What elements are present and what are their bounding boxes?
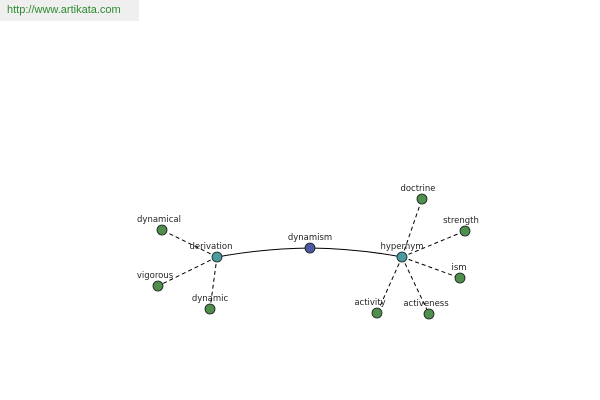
source-link[interactable]: http://www.artikata.com bbox=[0, 0, 139, 21]
edges-layer bbox=[157, 198, 466, 315]
node-circle-ism[interactable] bbox=[454, 272, 466, 284]
node-ism[interactable]: ism bbox=[451, 263, 467, 284]
node-circle-vigorous[interactable] bbox=[152, 280, 164, 292]
node-circle-activeness[interactable] bbox=[423, 308, 435, 320]
edge-derivation-dynamic bbox=[209, 256, 218, 310]
node-dynamism[interactable]: dynamism bbox=[288, 233, 332, 254]
node-label-dynamism: dynamism bbox=[288, 233, 332, 243]
node-circle-dynamism[interactable] bbox=[304, 242, 316, 254]
node-derivation[interactable]: derivation bbox=[189, 242, 233, 263]
edge-dynamism-derivation bbox=[216, 247, 311, 258]
node-circle-doctrine[interactable] bbox=[416, 193, 428, 205]
edge-derivation-dynamical bbox=[161, 229, 218, 258]
edge-derivation-vigorous bbox=[157, 256, 218, 287]
edge-hypernym-activeness bbox=[401, 256, 430, 315]
node-circle-hypernym[interactable] bbox=[396, 251, 408, 263]
node-doctrine[interactable]: doctrine bbox=[400, 184, 436, 205]
node-activity[interactable]: activity bbox=[354, 298, 386, 319]
edge-hypernym-strength bbox=[401, 230, 466, 258]
node-circle-dynamical[interactable] bbox=[156, 224, 168, 236]
node-dynamical[interactable]: dynamical bbox=[137, 215, 181, 236]
edge-dynamism-hypernym bbox=[309, 247, 403, 258]
node-label-doctrine: doctrine bbox=[400, 184, 435, 194]
node-label-ism: ism bbox=[451, 263, 466, 273]
node-activeness[interactable]: activeness bbox=[403, 299, 449, 320]
node-circle-strength[interactable] bbox=[459, 225, 471, 237]
edge-hypernym-activity bbox=[376, 256, 403, 314]
node-vigorous[interactable]: vigorous bbox=[137, 271, 174, 292]
node-circle-derivation[interactable] bbox=[211, 251, 223, 263]
node-dynamic[interactable]: dynamic bbox=[192, 294, 229, 315]
node-circle-dynamic[interactable] bbox=[204, 303, 216, 315]
node-circle-activity[interactable] bbox=[371, 307, 383, 319]
node-hypernym[interactable]: hypernym bbox=[380, 242, 424, 263]
node-label-dynamic: dynamic bbox=[192, 294, 229, 304]
edge-hypernym-ism bbox=[401, 256, 461, 279]
node-label-vigorous: vigorous bbox=[137, 271, 174, 281]
node-label-derivation: derivation bbox=[189, 242, 232, 252]
node-label-activeness: activeness bbox=[403, 299, 449, 309]
node-label-dynamical: dynamical bbox=[137, 215, 181, 225]
nodes-layer: dynamism derivation hypernym dynamical vigor… bbox=[137, 184, 479, 320]
edge-hypernym-doctrine bbox=[401, 198, 423, 258]
node-label-strength: strength bbox=[443, 216, 479, 226]
node-label-activity: activity bbox=[354, 298, 385, 308]
node-strength[interactable]: strength bbox=[443, 216, 479, 237]
node-label-hypernym: hypernym bbox=[380, 242, 423, 252]
